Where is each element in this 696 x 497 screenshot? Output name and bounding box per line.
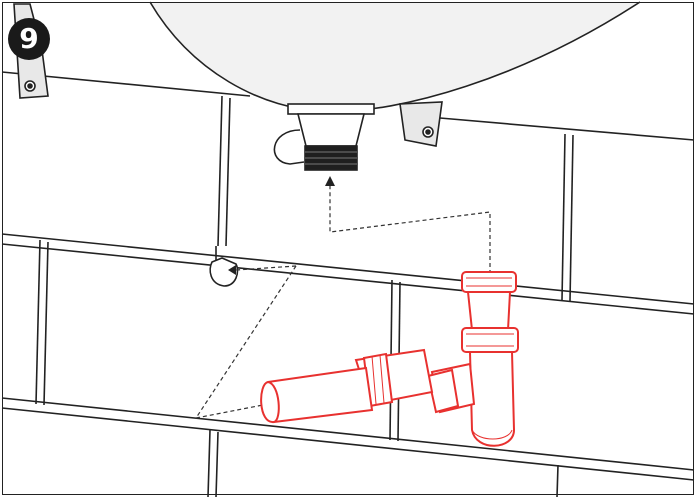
- arrowheads: [228, 176, 335, 275]
- wall-pipe-clip: [209, 246, 239, 287]
- basin: [13, 1, 641, 147]
- assembly-guide-lines: [195, 186, 491, 419]
- waste-outlet: [273, 103, 375, 171]
- bottle-trap: [260, 271, 519, 447]
- step-number-badge: 9: [8, 18, 50, 60]
